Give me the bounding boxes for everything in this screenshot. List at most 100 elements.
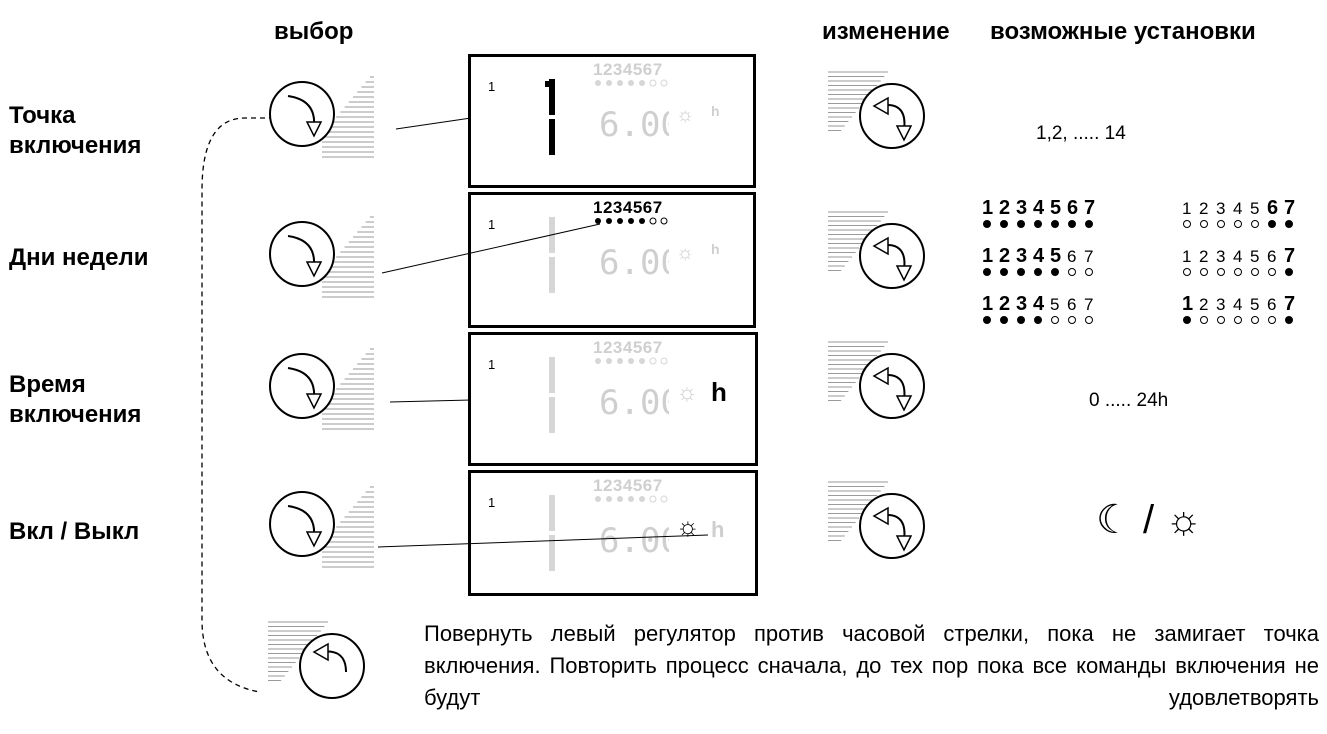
svg-text:7: 7 (1284, 245, 1295, 267)
svg-text:7: 7 (1084, 247, 1093, 266)
lcd-program-number: 1 (488, 357, 496, 372)
svg-text:2: 2 (1199, 199, 1208, 218)
lcd-program-number: 1 (488, 495, 496, 510)
select-knob-weekdays[interactable] (262, 192, 392, 322)
svg-text:4: 4 (1033, 245, 1045, 267)
svg-text:1234567: 1234567 (593, 339, 663, 357)
lcd-big-digit (549, 357, 555, 433)
select-knob-switch-point[interactable] (262, 52, 392, 182)
svg-text:5: 5 (1050, 245, 1061, 267)
svg-text:5: 5 (1250, 295, 1259, 314)
svg-text:6.00: 6.00 (599, 105, 669, 142)
svg-text:4: 4 (1033, 197, 1045, 219)
svg-text:6.00: 6.00 (599, 521, 669, 558)
svg-text:4: 4 (1233, 199, 1242, 218)
select-knob-on-off[interactable] (262, 462, 392, 592)
select-knob-switch-time[interactable] (262, 324, 392, 454)
svg-text:6.00: 6.00 (599, 383, 669, 420)
label-switch-time-line1: Время (9, 371, 86, 398)
setting-switch-point-range: 1,2, ..... 14 (1036, 123, 1126, 144)
svg-text:1: 1 (982, 245, 993, 267)
label-switch-time: Время включения (9, 370, 141, 430)
svg-text:5: 5 (1250, 199, 1259, 218)
change-knob-on-off[interactable] (822, 464, 952, 594)
leader-line-switch-point (395, 117, 472, 130)
leader-line-weekdays (381, 223, 601, 274)
change-knob-switch-time[interactable] (822, 324, 952, 454)
svg-text:4: 4 (1033, 293, 1045, 315)
svg-text:3: 3 (1216, 247, 1225, 266)
svg-text:3: 3 (1016, 245, 1027, 267)
lcd-sun-icon: ☼ (676, 511, 700, 541)
label-weekdays: Дни недели (9, 244, 149, 271)
lcd-sun-icon: ☼ (676, 104, 695, 126)
change-knob-weekdays[interactable] (822, 194, 952, 324)
svg-text:1: 1 (982, 197, 993, 219)
svg-text:4: 4 (1233, 247, 1242, 266)
svg-text:5: 5 (1050, 197, 1061, 219)
lcd-hour-unit: h (711, 103, 720, 119)
svg-text:7: 7 (1084, 295, 1093, 314)
lcd-display-switch-point: 1 1234567 6.00 ☼ h (468, 54, 756, 188)
svg-text:1: 1 (1182, 247, 1191, 266)
svg-text:1: 1 (982, 293, 993, 315)
svg-text:2: 2 (999, 197, 1010, 219)
label-switch-point-line1: Точка (9, 102, 76, 129)
lcd-time: 6.00 (599, 243, 669, 280)
svg-text:6: 6 (1267, 197, 1278, 219)
svg-text:2: 2 (999, 245, 1010, 267)
instructions-text: Повернуть левый регулятор против часовой… (424, 621, 1319, 710)
header-select: выбор (274, 18, 354, 45)
lcd-hour-unit: h (711, 517, 725, 542)
svg-text:7: 7 (1284, 197, 1295, 219)
svg-text:5: 5 (1050, 295, 1059, 314)
lcd-display-weekdays: 1 1234567 6.00 ☼ h (468, 192, 756, 328)
svg-text:6: 6 (1267, 295, 1276, 314)
lcd-big-digit (549, 495, 555, 571)
svg-text:6: 6 (1267, 247, 1276, 266)
lcd-hour-unit: h (711, 241, 720, 257)
lcd-big-digit (549, 217, 555, 293)
svg-text:4: 4 (1233, 295, 1242, 314)
svg-text:5: 5 (1250, 247, 1259, 266)
svg-text:3: 3 (1016, 293, 1027, 315)
svg-text:2: 2 (1199, 247, 1208, 266)
lcd-sun-icon: ☼ (676, 242, 695, 264)
svg-text:2: 2 (999, 293, 1010, 315)
lcd-sun-icon: ☼ (676, 379, 698, 406)
svg-text:6.00: 6.00 (599, 243, 669, 280)
svg-text:2: 2 (1199, 295, 1208, 314)
lcd-days-indicator: 1234567 (593, 477, 668, 503)
svg-text:3: 3 (1216, 295, 1225, 314)
select-knob-return[interactable] (262, 604, 392, 734)
label-switch-time-line2: включения (9, 401, 142, 428)
change-knob-switch-point[interactable] (822, 54, 952, 184)
svg-text:7: 7 (1284, 293, 1295, 315)
lcd-days-indicator: 1234567 (593, 339, 668, 365)
on-off-options: ☾ / ☼ (1096, 498, 1202, 542)
lcd-time: 6.00 (599, 105, 669, 142)
label-switch-point-line2: включения (9, 132, 142, 159)
lcd-program-number: 1 (488, 79, 496, 94)
leader-lines (377, 117, 709, 548)
header-possible-settings: возможные установки (990, 18, 1256, 45)
leader-line-switch-time (389, 399, 472, 403)
lcd-time: 6.00 (599, 521, 669, 558)
svg-text:1234567: 1234567 (593, 477, 663, 495)
svg-text:1: 1 (1182, 199, 1191, 218)
svg-text:3: 3 (1016, 197, 1027, 219)
lcd-display-on-off: 1 1234567 6.00 ☼ h (468, 470, 758, 596)
svg-text:6: 6 (1067, 295, 1076, 314)
svg-text:3: 3 (1216, 199, 1225, 218)
lcd-days-indicator: 1234567 (593, 61, 668, 87)
svg-text:7: 7 (1084, 197, 1095, 219)
svg-text:1: 1 (1182, 293, 1193, 315)
lcd-time: 6.00 (599, 383, 669, 420)
header-change: изменение (822, 18, 950, 45)
